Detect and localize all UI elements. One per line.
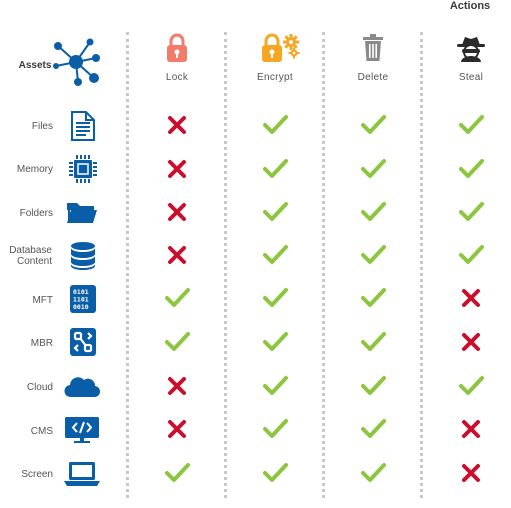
check-icon	[361, 288, 386, 307]
check-icon	[263, 376, 288, 395]
check-icon	[263, 159, 288, 178]
mbr-icon	[70, 328, 96, 356]
check-icon	[361, 463, 386, 482]
cross-icon	[462, 333, 480, 351]
column-divider	[224, 32, 227, 498]
check-icon	[361, 159, 386, 178]
check-icon	[165, 288, 190, 307]
svg-text:0010: 0010	[73, 303, 89, 311]
code-monitor-icon	[65, 417, 99, 443]
check-icon	[459, 245, 484, 264]
cloud-icon	[64, 377, 100, 398]
asset-label-screen: Screen	[21, 469, 53, 480]
check-icon	[361, 115, 386, 134]
lock-icon	[167, 33, 187, 62]
check-icon	[263, 332, 288, 351]
cross-icon	[462, 289, 480, 307]
file-icon	[71, 111, 95, 141]
check-icon	[263, 419, 288, 438]
cross-icon	[168, 203, 186, 221]
check-icon	[361, 202, 386, 221]
action-label-steal: Steal	[458, 72, 484, 83]
column-divider	[322, 32, 325, 498]
check-icon	[263, 245, 288, 264]
check-icon	[165, 332, 190, 351]
cross-icon	[462, 464, 480, 482]
check-icon	[459, 159, 484, 178]
check-icon	[361, 245, 386, 264]
asset-label-mft: MFT	[32, 295, 53, 306]
column-divider	[420, 32, 423, 498]
check-icon	[459, 202, 484, 221]
check-icon	[263, 288, 288, 307]
check-icon	[263, 463, 288, 482]
asset-label-database-content: Database Content	[9, 245, 52, 267]
trash-icon	[363, 34, 383, 61]
action-label-lock: Lock	[165, 72, 189, 83]
action-label-delete: Delete	[357, 72, 389, 83]
check-icon	[165, 463, 190, 482]
asset-label-cloud: Cloud	[26, 382, 53, 393]
asset-label-files: Files	[31, 121, 53, 132]
check-icon	[263, 115, 288, 134]
folder-icon	[67, 203, 97, 223]
check-icon	[361, 376, 386, 395]
check-icon	[459, 115, 484, 134]
cross-icon	[462, 420, 480, 438]
check-icon	[361, 419, 386, 438]
svg-text:1101: 1101	[73, 296, 89, 304]
asset-label-memory: Memory	[16, 164, 53, 175]
cross-icon	[168, 377, 186, 395]
column-divider	[126, 32, 129, 498]
asset-label-mbr: MBR	[30, 338, 53, 349]
asset-label-folders: Folders	[19, 208, 53, 219]
check-icon	[459, 376, 484, 395]
thief-icon	[457, 37, 485, 62]
cross-icon	[168, 420, 186, 438]
cross-icon	[168, 246, 186, 264]
laptop-icon	[64, 462, 100, 486]
actions-title: Actions	[449, 0, 491, 12]
lock-gears-icon	[262, 33, 300, 62]
cross-icon	[168, 116, 186, 134]
network-icon	[53, 38, 100, 86]
check-icon	[361, 332, 386, 351]
database-icon	[71, 242, 95, 270]
svg-text:0101: 0101	[73, 288, 89, 296]
assets-title: Assets	[18, 60, 52, 71]
cross-icon	[168, 160, 186, 178]
binary-icon: 0101 1101 0010	[70, 285, 96, 313]
asset-label-cms: CMS	[30, 426, 53, 437]
chip-icon	[69, 155, 97, 183]
check-icon	[263, 202, 288, 221]
action-label-encrypt: Encrypt	[256, 72, 293, 83]
